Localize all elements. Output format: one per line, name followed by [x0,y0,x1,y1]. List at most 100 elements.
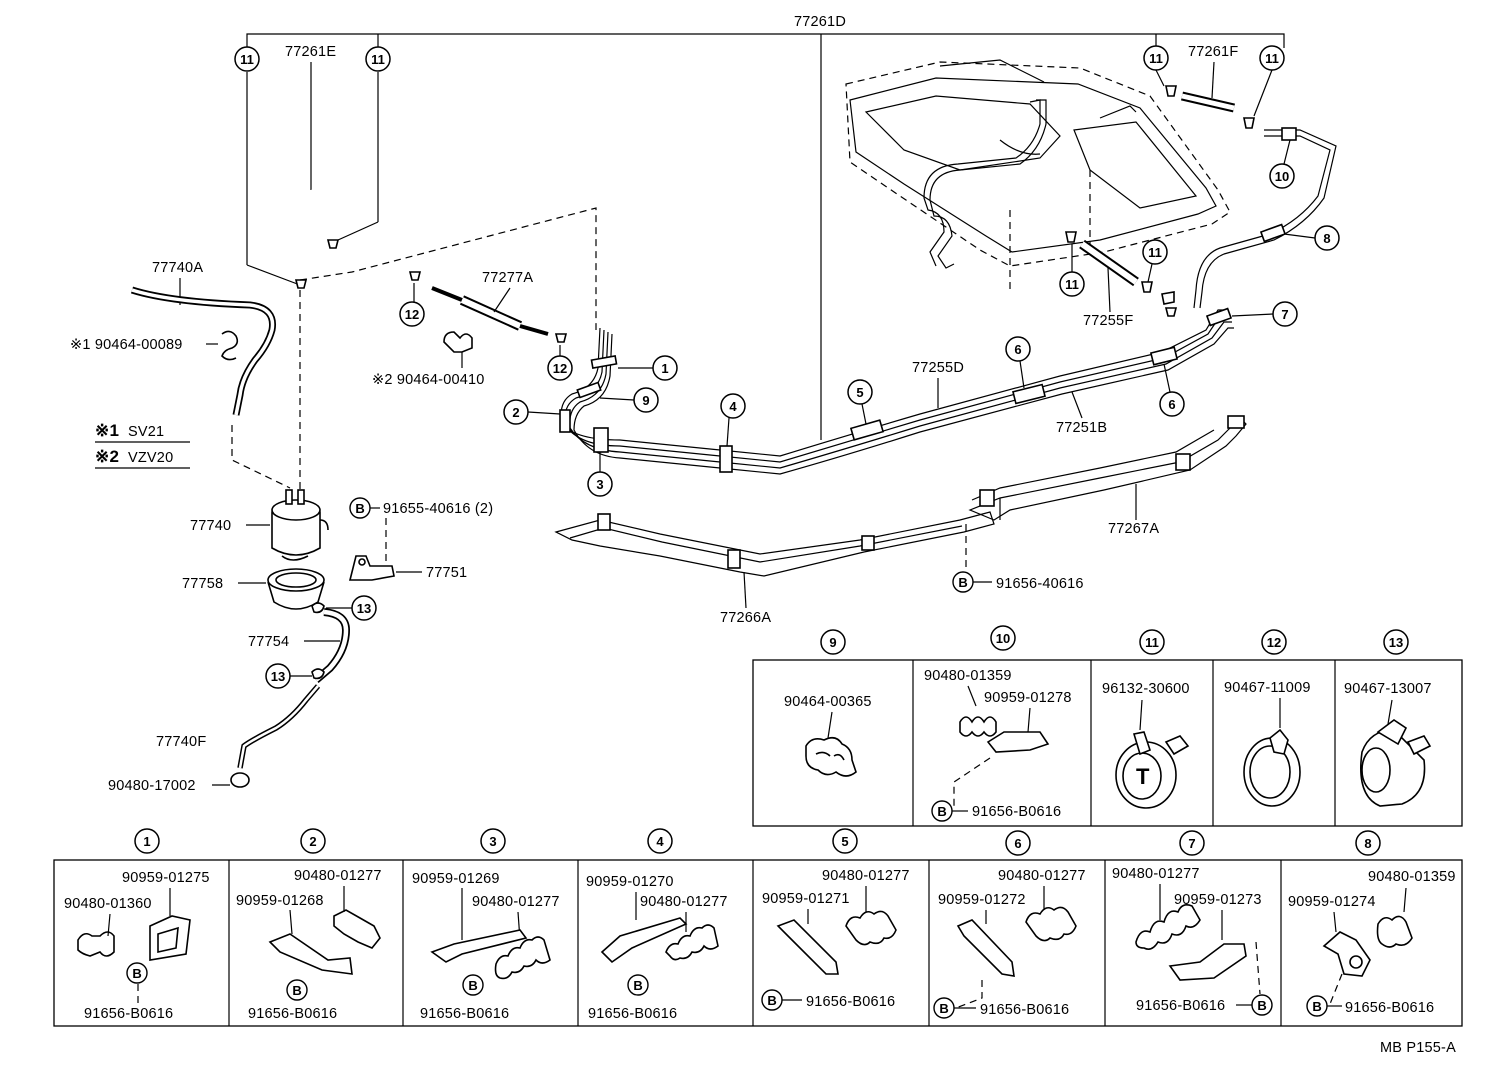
callout-10: 10 [1269,163,1295,189]
svg-text:B: B [633,978,642,993]
clamp-icon [443,331,473,353]
hose-clamp-icon [1243,728,1301,807]
model-legend: ※1 SV21 ※2 VZV20 [95,421,190,469]
label-91656-40616: 91656-40616 [996,576,1084,592]
part-number: 91656-B0616 [248,1006,337,1022]
clip-icon [1161,291,1175,305]
callout-13: 13 [265,663,291,689]
detail-panel-top [752,659,1463,827]
clamp-icon [665,924,719,961]
clip-icon [1164,307,1178,317]
diagram-code: MB P155-A [1380,1040,1456,1056]
svg-text:7: 7 [1281,307,1288,322]
hose-77754-icon [313,608,351,684]
fuel-tank-icon [845,59,1231,293]
svg-text:10: 10 [1275,169,1289,184]
part-number: 90467-11009 [1224,680,1311,696]
part-number: 91656-B0616 [420,1006,509,1022]
bracket-icon [268,933,353,975]
svg-text:1: 1 [143,834,150,849]
svg-text:11: 11 [1149,51,1163,66]
label-77740A: 77740A [152,260,203,276]
label-77740: 77740 [190,518,231,534]
bolt-badge: B [952,571,974,593]
svg-text:12: 12 [553,361,567,376]
svg-text:B: B [939,1001,948,1016]
callout-11: 11 [1259,45,1285,71]
clamp-icon [77,931,115,957]
svg-text:11: 11 [1265,51,1279,66]
svg-text:6: 6 [1014,342,1021,357]
part-number: 90959-01272 [938,892,1026,908]
svg-text:8: 8 [1364,836,1371,851]
pipe-77740F-icon [237,684,321,769]
svg-text:3: 3 [596,477,603,492]
bolt-badge: B [1306,995,1328,1017]
part-number: 90480-01277 [640,894,728,910]
callout-10: 10 [990,625,1016,651]
part-number: 90959-01270 [586,874,674,890]
svg-text:※2: ※2 [95,447,119,466]
bolt-badge: B [1251,994,1273,1016]
bolt-badge: B [286,979,308,1001]
svg-text:7: 7 [1188,836,1195,851]
clamp-icon [1135,904,1201,950]
svg-text:6: 6 [1014,836,1021,851]
svg-text:B: B [767,993,776,1008]
part-number: 90480-01277 [1112,866,1200,882]
callout-7: 7 [1179,830,1205,856]
detail-panel-bottom [53,859,1463,1027]
callout-8: 8 [1314,225,1340,251]
svg-text:6: 6 [1168,397,1175,412]
label-77266A: 77266A [720,610,771,626]
svg-text:8: 8 [1323,231,1330,246]
callout-11: 11 [234,46,260,72]
part-number: 90959-01268 [236,893,324,909]
svg-text:4: 4 [729,399,737,414]
bolt-badge: B [933,997,955,1019]
bracket-icon [956,919,1015,977]
clamp-icon [333,909,381,949]
svg-text:1: 1 [661,361,668,376]
bolt-badge: B [627,974,649,996]
svg-text:2: 2 [309,834,316,849]
clamp-icon [959,716,997,737]
bracket-icon [776,919,839,975]
callout-11: 11 [1139,629,1165,655]
bracket-icon [1322,931,1371,977]
clip-icon [311,602,325,614]
svg-text:VZV20: VZV20 [128,450,173,466]
part-number: 90467-13007 [1344,681,1432,697]
protector-77266A-icon [554,511,995,577]
callout-2: 2 [300,828,326,854]
label-77251B: 77251B [1056,420,1107,436]
callout-9: 9 [820,629,846,655]
svg-text:B: B [468,978,477,993]
svg-text:10: 10 [996,631,1010,646]
svg-text:B: B [958,575,967,590]
callout-13: 13 [351,595,377,621]
callout-2: 2 [503,399,529,425]
callout-1: 1 [134,828,160,854]
fuel-tube-bundle [559,307,1234,475]
callout-13: 13 [1383,629,1409,655]
part-number: 90480-01277 [822,868,910,884]
svg-text:9: 9 [642,393,649,408]
callout-6: 6 [1159,391,1185,417]
svg-text:B: B [355,501,364,516]
callout-11: 11 [365,46,391,72]
clip-icon [326,239,340,249]
callout-11: 11 [1059,271,1085,297]
callout-5: 5 [832,828,858,854]
bolt-badge: B [349,497,371,519]
svg-text:13: 13 [1389,635,1403,650]
main-line-bracket [246,33,1285,440]
protector-77267A-icon [968,415,1247,521]
callout-12: 12 [399,301,425,327]
clamp-icon [845,910,897,946]
hose-77277A-icon [431,286,549,336]
bolt-badge: B [931,800,953,822]
svg-text:SV21: SV21 [128,424,164,440]
label-77261D: 77261D [794,14,846,30]
